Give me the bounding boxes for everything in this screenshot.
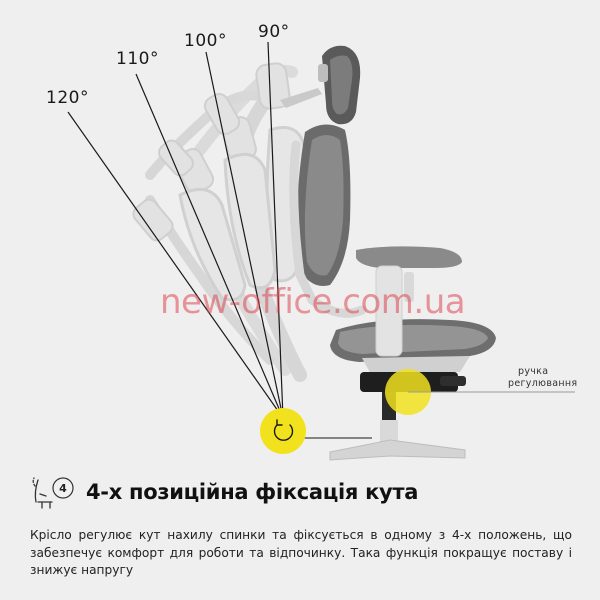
handle-label: ручка регулювання (508, 366, 577, 390)
chair-backrest (289, 124, 367, 318)
badge-circle (52, 477, 74, 499)
chair-base (329, 392, 466, 461)
rotate-icon (273, 419, 294, 441)
chair-seat (330, 319, 496, 376)
badge-number: 4 (59, 482, 67, 495)
chair-headrest (280, 45, 361, 125)
angle-label-100: 100° (184, 31, 227, 51)
watermark-text: new-office.com.ua (160, 282, 466, 322)
pivot-circle (260, 408, 306, 454)
angle-label-90: 90° (258, 22, 290, 42)
handle-label-line1: ручка (518, 366, 549, 377)
handle-label-line2: регулювання (508, 378, 578, 389)
feature-title: 4-х позиційна фіксація кута (86, 480, 419, 504)
chair-armrest (356, 246, 462, 357)
recline-icon: 4 (32, 477, 74, 509)
chair-illustration (67, 41, 575, 461)
angle-label-120: 120° (46, 88, 89, 108)
feature-heading: 4 4-х позиційна фіксація кута (30, 470, 570, 518)
feature-description: Крісло регулює кут нахилу спинки та фікс… (30, 528, 572, 577)
angle-label-110: 110° (116, 49, 159, 69)
angle-lines (67, 41, 284, 419)
